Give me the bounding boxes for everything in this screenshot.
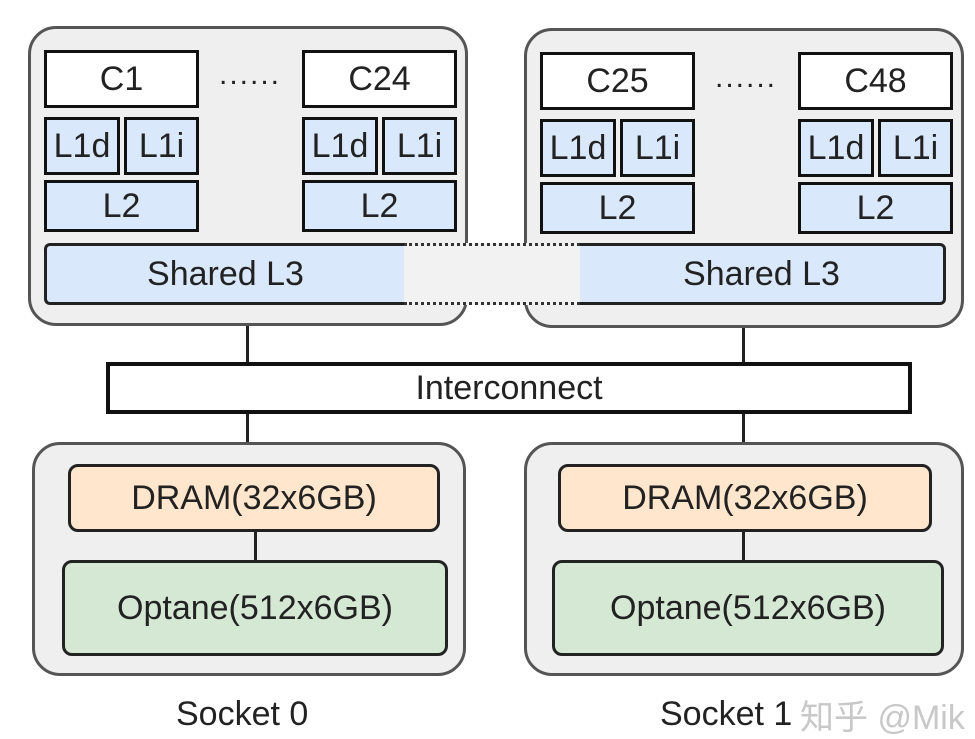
- socket1-c25-l1d: L1d: [540, 119, 616, 177]
- socket0-core-ellipsis: ......: [218, 58, 281, 91]
- socket0-c24-l1i: L1i: [382, 117, 457, 175]
- socket0-c24-l2: L2: [302, 180, 457, 232]
- socket0-c1-l1i: L1i: [124, 117, 199, 175]
- interconnect-to-socket0-memory-line: [246, 414, 249, 444]
- socket1-label: Socket 1: [660, 695, 793, 733]
- socket1-c48-l1d: L1d: [798, 119, 874, 177]
- socket1-core-first: C25: [540, 52, 695, 110]
- socket0-label: Socket 0: [176, 695, 309, 733]
- socket0-c1-l1d: L1d: [44, 117, 120, 175]
- socket1-core-last: C48: [798, 52, 953, 110]
- socket0-shared-l3: Shared L3: [44, 243, 404, 305]
- l3-bridge-bottom-dotted: [404, 302, 580, 305]
- socket0-c24-l1d: L1d: [302, 117, 378, 175]
- socket1-c48-l1i: L1i: [878, 119, 953, 177]
- socket0-dram: DRAM(32x6GB): [68, 464, 440, 532]
- socket1-c48-l2: L2: [798, 182, 953, 234]
- socket1-c25-l2: L2: [540, 182, 695, 234]
- socket0-dram-to-optane-line: [254, 532, 257, 560]
- interconnect-to-socket1-memory-line: [742, 414, 745, 444]
- interconnect-bar: Interconnect: [106, 362, 912, 414]
- l3-bridge-fill: [400, 243, 582, 305]
- socket0-optane: Optane(512x6GB): [62, 560, 448, 656]
- socket0-core-last: C24: [302, 50, 457, 108]
- l3-bridge-top-dotted: [404, 243, 580, 246]
- watermark: 知乎 @Mik: [800, 699, 965, 737]
- socket1-cpu-to-interconnect-line: [742, 328, 745, 362]
- socket0-cpu-to-interconnect-line: [246, 326, 249, 362]
- socket1-dram-to-optane-line: [742, 532, 745, 560]
- socket1-shared-l3: Shared L3: [580, 243, 946, 305]
- socket0-c1-l2: L2: [44, 180, 199, 232]
- socket1-dram: DRAM(32x6GB): [558, 464, 932, 532]
- socket1-optane: Optane(512x6GB): [552, 560, 944, 656]
- socket0-core-first: C1: [44, 50, 199, 108]
- socket1-c25-l1i: L1i: [620, 119, 695, 177]
- socket1-core-ellipsis: ......: [714, 61, 777, 94]
